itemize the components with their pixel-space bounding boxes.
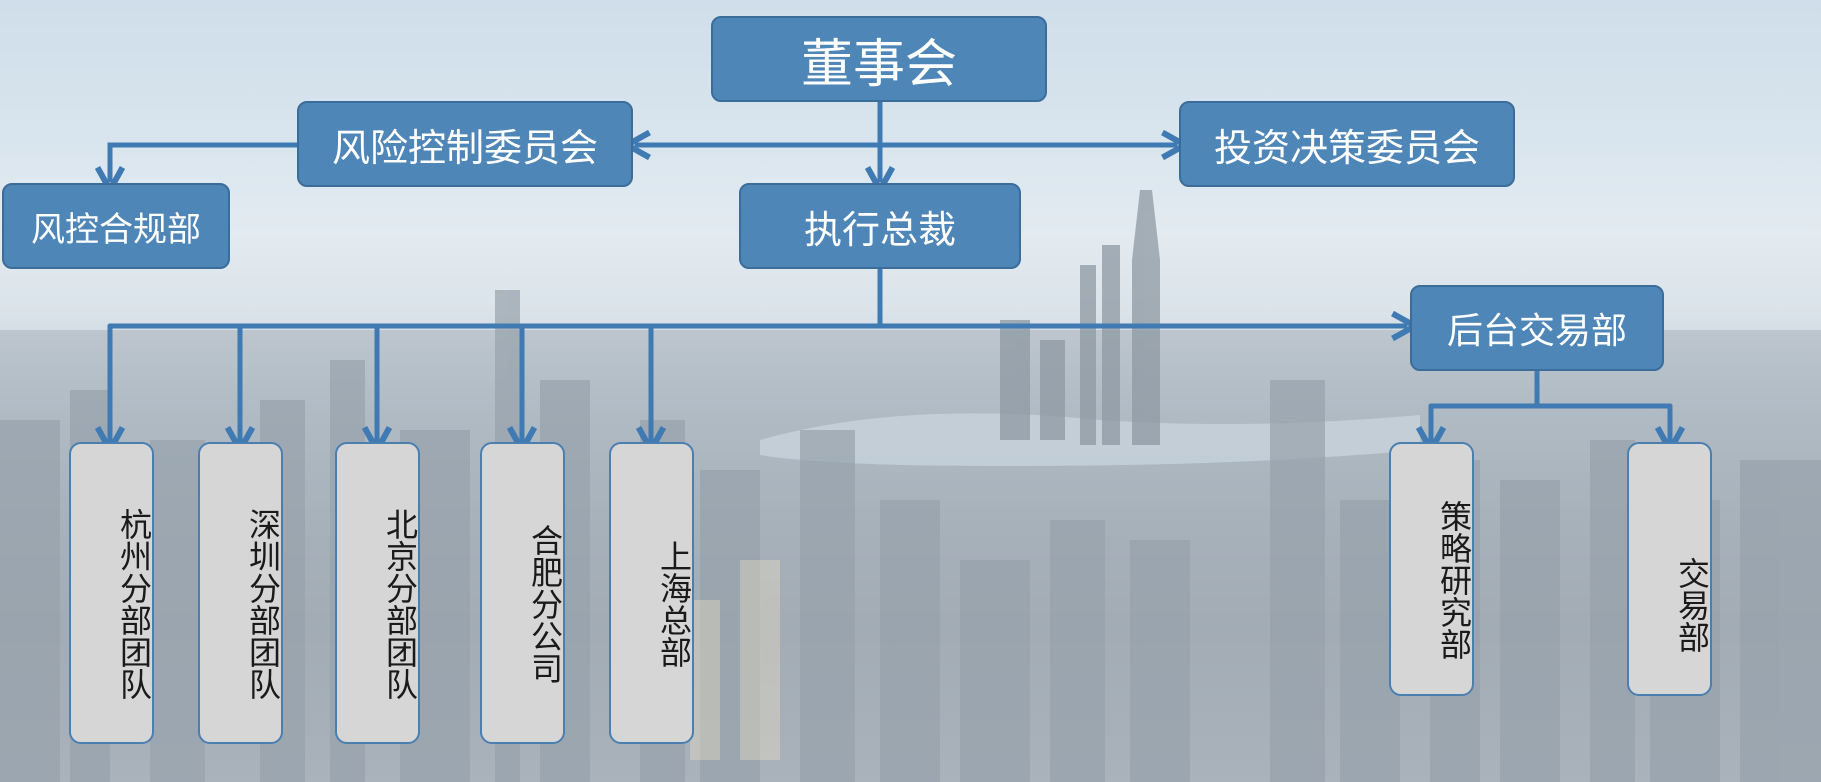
- risk-compliance-label: 风控合规部: [31, 209, 201, 250]
- branch-hangzhou-label: 杭州分部团队: [115, 508, 153, 700]
- investment-committee-label: 投资决策委员会: [1213, 125, 1480, 170]
- investment-committee-node: 投资决策委员会: [1179, 101, 1515, 187]
- branch-hefei: 合肥分公司: [480, 442, 565, 744]
- risk-committee-label: 风险控制委员会: [331, 125, 598, 170]
- back-office-node: 后台交易部: [1410, 285, 1664, 371]
- branch-shenzhen-label: 深圳分部团队: [244, 508, 282, 700]
- branch-beijing: 北京分部团队: [335, 442, 420, 744]
- back-office-label: 后台交易部: [1446, 311, 1627, 352]
- branch-shanghai-label: 上海总部: [655, 540, 693, 668]
- board-node: 董事会: [711, 16, 1047, 102]
- unit-trading: 交易部: [1627, 442, 1712, 696]
- unit-strategy-research-label: 策略研究部: [1435, 500, 1473, 660]
- branch-hangzhou: 杭州分部团队: [69, 442, 154, 744]
- risk-committee-node: 风险控制委员会: [297, 101, 633, 187]
- branch-shanghai: 上海总部: [609, 442, 694, 744]
- branch-hefei-label: 合肥分公司: [526, 524, 564, 684]
- board-label: 董事会: [800, 34, 957, 95]
- ceo-label: 执行总裁: [803, 207, 956, 252]
- risk-to-compliance-line: [110, 142, 300, 180]
- branch-shenzhen: 深圳分部团队: [198, 442, 283, 744]
- unit-trading-label: 交易部: [1673, 557, 1711, 653]
- unit-strategy-research: 策略研究部: [1389, 442, 1474, 696]
- ceo-node: 执行总裁: [739, 183, 1021, 269]
- branch-beijing-label: 北京分部团队: [381, 508, 419, 700]
- risk-compliance-node: 风控合规部: [2, 183, 230, 269]
